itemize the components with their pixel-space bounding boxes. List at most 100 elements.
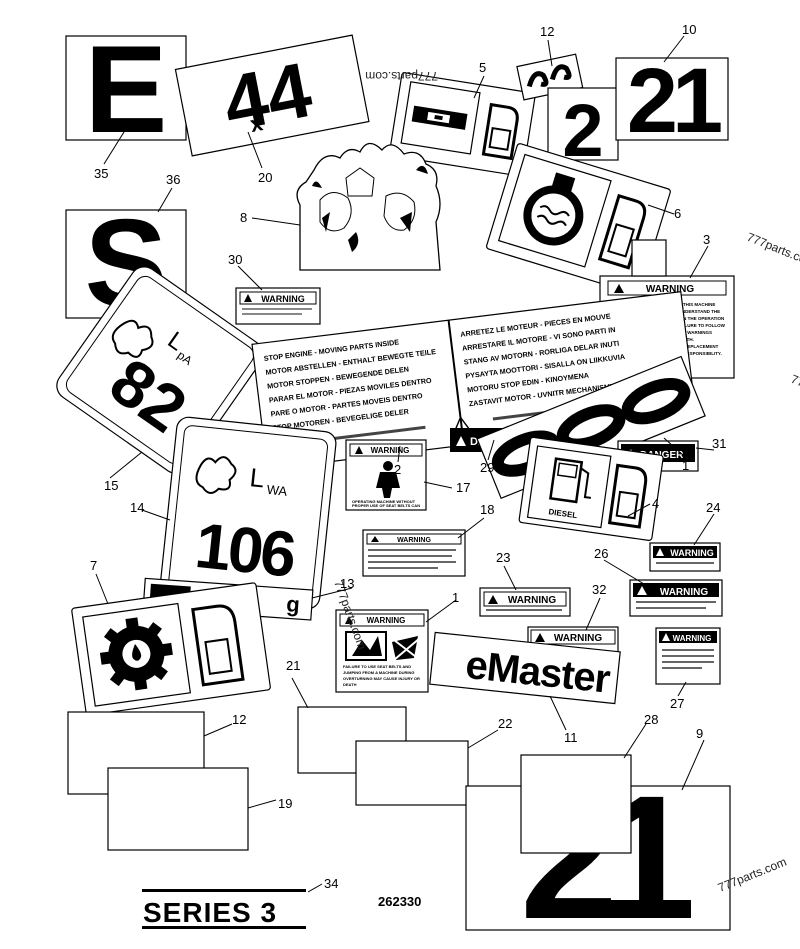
watermark: 777parts.com xyxy=(365,69,438,83)
decal-21-number: 21 xyxy=(627,50,721,152)
callout-label: 34 xyxy=(324,876,338,891)
decal-4x4-number: 44 xyxy=(216,45,318,148)
callout-label: 8 xyxy=(240,210,247,225)
decal-warning-1: WARNING FAILURE TO USE SEAT BELTS AND JU… xyxy=(335,609,429,693)
warning-32-header: WARNING xyxy=(554,633,603,644)
warning-17-header: WARNING xyxy=(371,446,410,455)
callout-label: 26 xyxy=(594,546,608,561)
callout-label: 1 xyxy=(452,590,459,605)
decal-partial xyxy=(631,239,667,277)
lwa-value: 106 xyxy=(192,509,298,591)
lwa-label: L xyxy=(248,462,266,493)
warning-1-header: WARNING xyxy=(367,616,406,625)
ear-icon xyxy=(111,319,154,358)
callout-label: 22 xyxy=(498,716,512,731)
callout-label: 31 xyxy=(712,436,726,451)
warning-1-line: DEATH xyxy=(343,682,357,687)
decal-4x4: 44 x xyxy=(174,34,370,157)
callout-label: 29 xyxy=(480,460,494,475)
decal-gear-oil xyxy=(71,582,271,716)
overturn-icon xyxy=(345,631,421,661)
ear-icon xyxy=(195,456,237,494)
callout-label: 14 xyxy=(130,500,144,515)
warning-18-header: WARNING xyxy=(397,537,431,544)
decal-edgemaster: eMaster xyxy=(429,631,621,705)
series-label: SERIES 3 xyxy=(142,889,306,929)
warning-23-header: WARNING xyxy=(508,595,557,606)
decal-coat-of-arms xyxy=(296,142,441,271)
callout-label: 32 xyxy=(592,582,606,597)
decal-blank-22 xyxy=(355,740,469,806)
fuel-pump-icon xyxy=(549,457,592,504)
warning-1-line: FAILURE TO USE SEAT BELTS AND xyxy=(343,664,411,669)
decal-warning-24: WARNING xyxy=(649,542,721,572)
callout-label: 36 xyxy=(166,172,180,187)
decal-lwa: L WA 106 xyxy=(159,416,337,610)
fuel-nozzle-icon xyxy=(607,463,648,529)
callout-label: 15 xyxy=(104,478,118,493)
decal-warning-17: WARNING OPERATING MACHINE WITHOUT PROPER… xyxy=(345,439,427,511)
watermark: 777 xyxy=(789,372,800,393)
decal-blank-28 xyxy=(520,754,632,854)
decal-warning-30: WARNING xyxy=(235,287,321,325)
fuel-nozzle-icon xyxy=(481,102,519,161)
gear-oil-icon xyxy=(99,617,173,691)
operator-icon xyxy=(376,461,400,498)
callout-label: 23 xyxy=(496,550,510,565)
callout-label: 4 xyxy=(652,496,659,511)
leader-lines xyxy=(95,35,715,893)
fragment-13-text: g xyxy=(286,591,301,617)
callout-label: 7 xyxy=(90,558,97,573)
callout-label: 24 xyxy=(706,500,720,515)
coolant-tank-icon xyxy=(523,172,584,246)
warning-1-line: OVERTURNING MAY CAUSE INJURY OR xyxy=(343,676,420,681)
series-label-text: SERIES 3 xyxy=(143,897,277,928)
decal-warning-32: WARNING xyxy=(527,626,619,654)
callout-label: 1 xyxy=(682,458,689,473)
callout-label: 27 xyxy=(670,696,684,711)
diesel-label: DIESEL xyxy=(548,507,578,520)
callout-label: 10 xyxy=(682,22,696,37)
callout-label: 35 xyxy=(94,166,108,181)
decal-diesel: DIESEL xyxy=(518,436,664,541)
lwa-sub: WA xyxy=(266,482,288,499)
warning-24-header: WARNING xyxy=(670,548,714,558)
callout-label: 19 xyxy=(278,796,292,811)
callout-label: 20 xyxy=(258,170,272,185)
callout-label: 12 xyxy=(540,24,554,39)
part-number: 262330 xyxy=(378,894,421,909)
hydraulic-cylinder-icon xyxy=(411,105,468,130)
callout-label: 2 xyxy=(394,462,401,477)
warning-27-header: WARNING xyxy=(673,634,712,643)
callout-label: 17 xyxy=(456,480,470,495)
callout-label: 21 xyxy=(286,658,300,673)
decal-e-letter: E xyxy=(85,21,168,159)
callout-label: 13 xyxy=(340,576,354,591)
callout-label: 6 xyxy=(674,206,681,221)
callout-label: 3 xyxy=(703,232,710,247)
decal-hydraulic-fill xyxy=(388,72,536,177)
warning-1-line: JUMPING FROM A MACHINE DURING xyxy=(343,670,414,675)
warning-30-header: WARNING xyxy=(261,294,305,304)
decal-warning-26: WARNING xyxy=(629,579,723,617)
decal-4x4-x: x xyxy=(248,110,266,137)
decal-warning-23: WARNING xyxy=(479,587,571,617)
decal-21-top: 2 21 xyxy=(547,50,729,172)
callout-label: 18 xyxy=(480,502,494,517)
callout-label: 12 xyxy=(232,712,246,727)
callout-label: 28 xyxy=(644,712,658,727)
decal-e: E xyxy=(65,21,187,159)
fuel-nozzle-icon xyxy=(191,604,245,687)
warning-17-line: OPERATING MACHINE WITHOUT xyxy=(352,499,416,504)
callouts: 35 20 5 12 10 36 8 6 30 3 2 1 29 31 15 1… xyxy=(90,22,726,891)
callout-label: 11 xyxy=(564,730,578,745)
decal-blank-19 xyxy=(107,767,249,851)
warning-3-header: WARNING xyxy=(646,284,695,295)
decal-warning-18: WARNING xyxy=(362,529,466,577)
decal-warning-27: WARNING xyxy=(655,627,721,685)
warning-17-line: PROPER USE OF SEAT BELTS CAN xyxy=(352,503,420,508)
watermark: 777parts.co xyxy=(745,230,800,267)
callout-label: 5 xyxy=(479,60,486,75)
lpa-sub: pA xyxy=(175,348,195,368)
